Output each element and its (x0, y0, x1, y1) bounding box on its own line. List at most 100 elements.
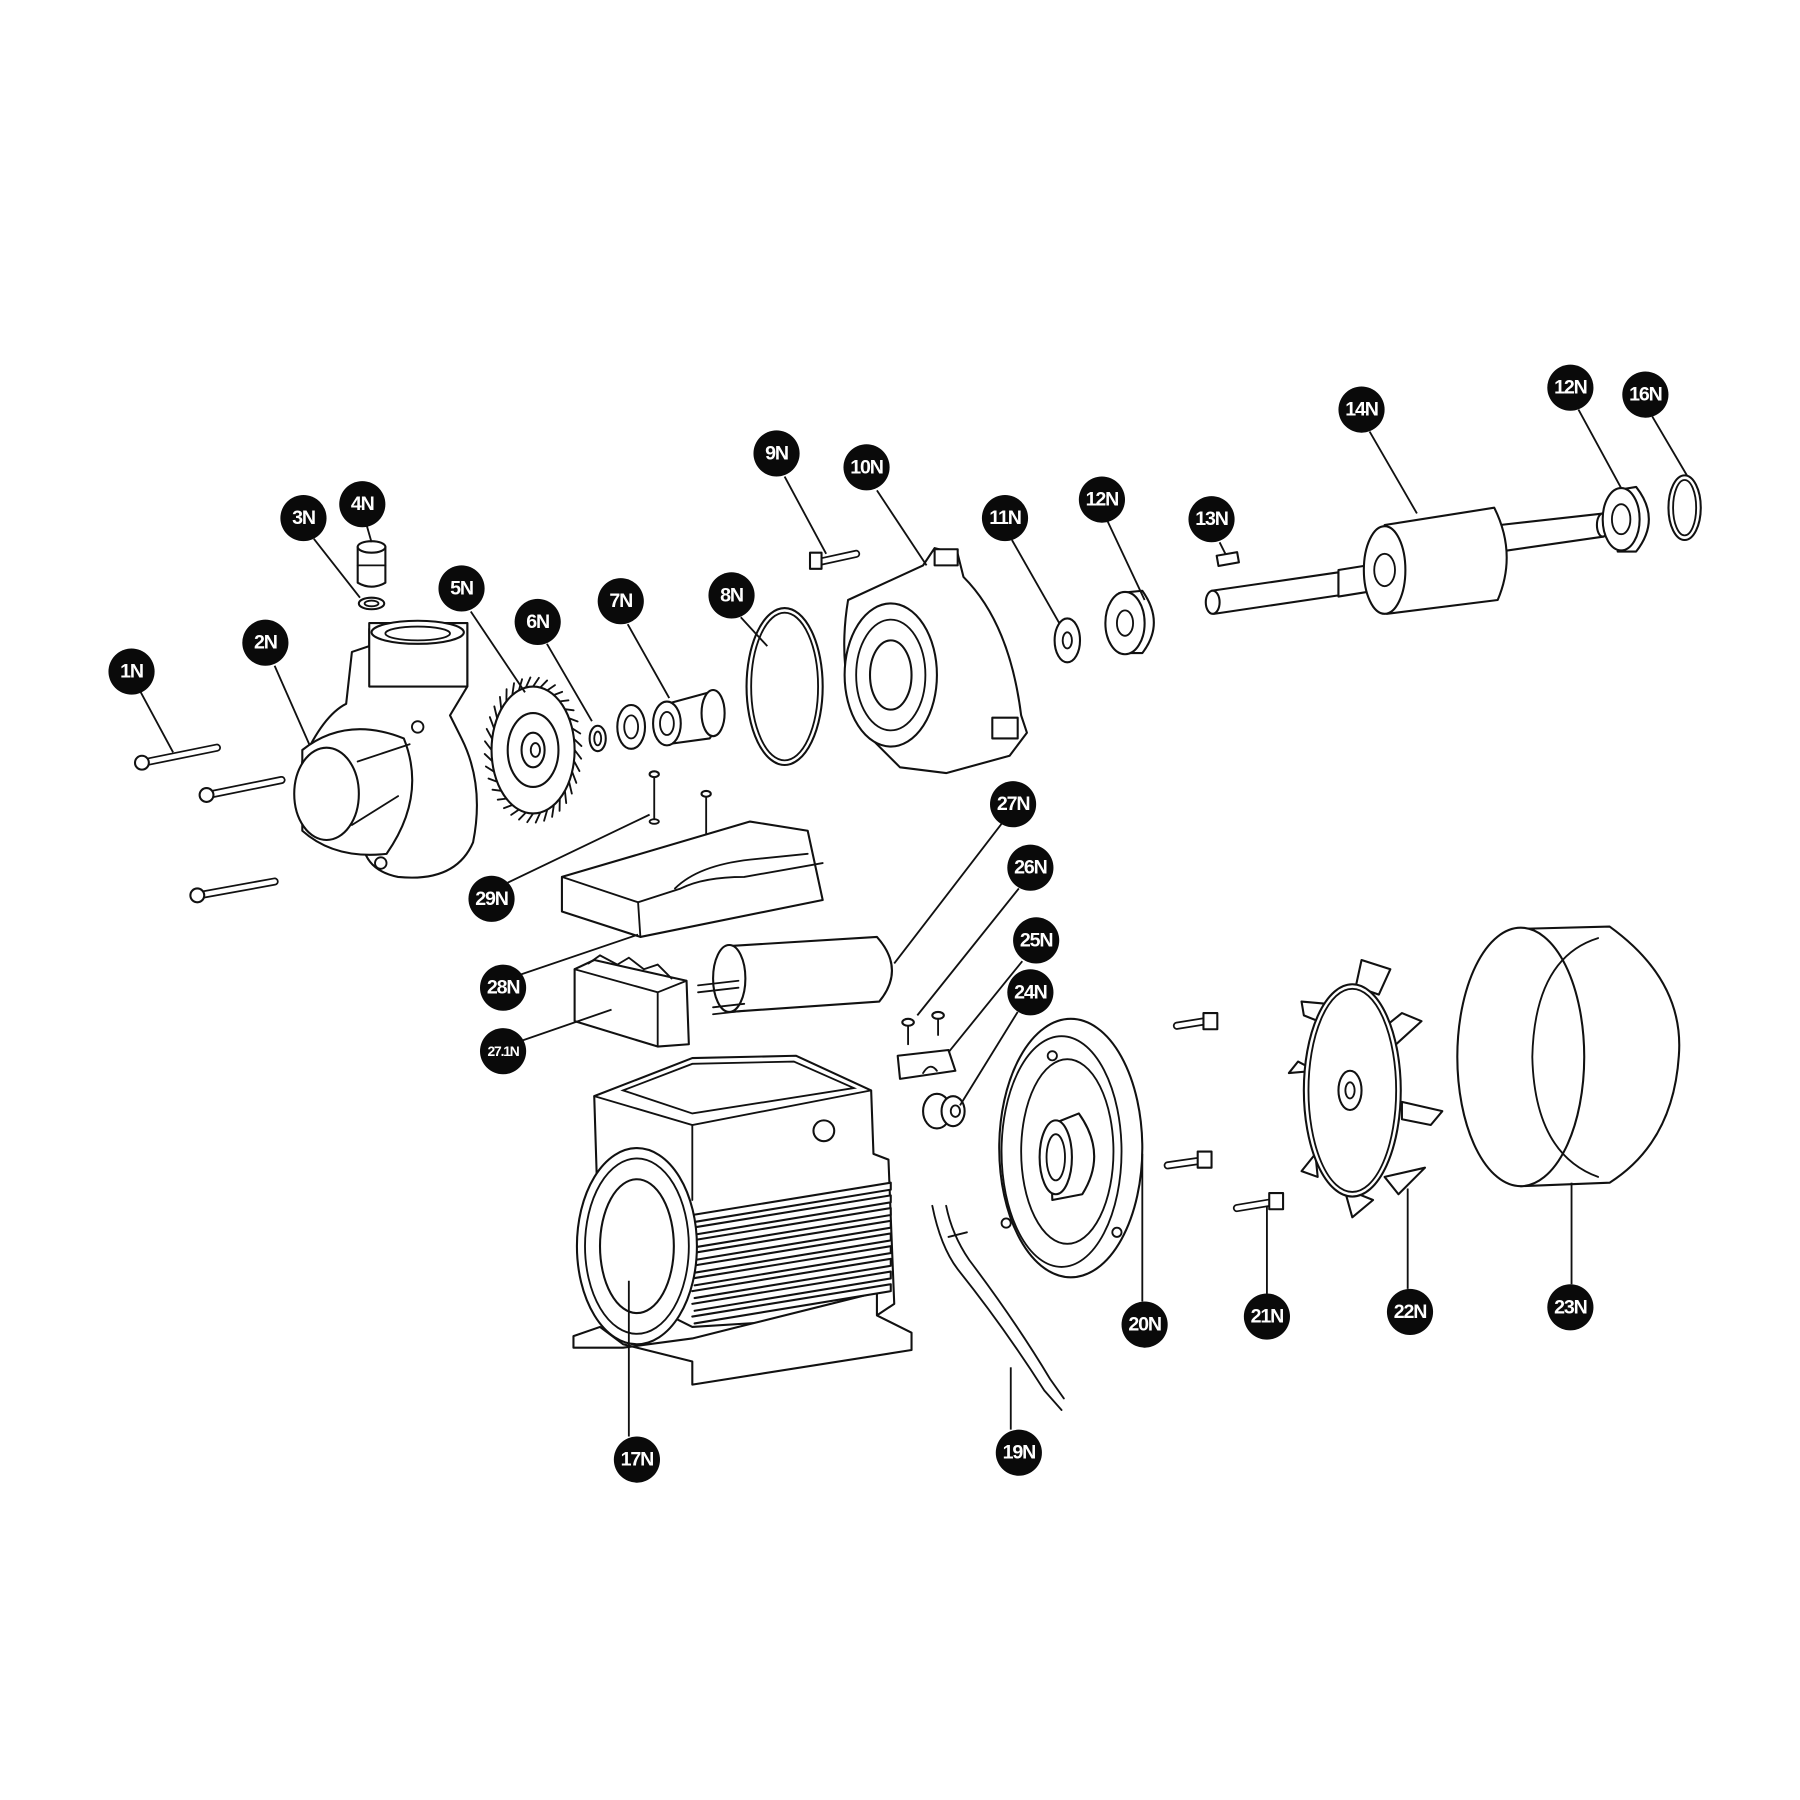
part-20n-rear-end-cover (998, 1017, 1144, 1279)
svg-text:21N: 21N (1251, 1306, 1284, 1328)
label-9n: 9N (753, 430, 800, 477)
impeller-vane (511, 682, 515, 696)
label-27-1n: 27.1N (480, 1028, 527, 1075)
svg-text:27N: 27N (997, 793, 1030, 815)
label-5n: 5N (438, 565, 485, 612)
part-19n-power-cable (931, 1204, 1065, 1411)
part-8n-o-ring (745, 607, 824, 767)
impeller-vane (563, 708, 575, 712)
svg-text:22N: 22N (1394, 1301, 1427, 1323)
impeller-vane (491, 788, 503, 792)
housing-fin (691, 1283, 892, 1325)
label-11n: 11N (981, 495, 1029, 542)
impeller-vane (518, 811, 527, 821)
impeller-vane (568, 717, 579, 723)
part-13n-key (1215, 551, 1240, 567)
impeller-vane (526, 812, 534, 824)
impeller-vane (483, 753, 494, 762)
label-6n: 6N (514, 598, 561, 645)
svg-text:12N: 12N (1086, 489, 1119, 511)
impeller-vane (573, 738, 583, 747)
part-14n-rotor-shaft (1204, 506, 1610, 615)
svg-text:1N: 1N (120, 661, 143, 683)
leader-lines (139, 409, 1688, 1437)
part-29n-screws (648, 770, 712, 847)
svg-text:4N: 4N (351, 493, 374, 515)
part-22n-cooling-fan (1287, 958, 1444, 1219)
part-1n-bolts (133, 743, 286, 904)
svg-text:29N: 29N (475, 888, 508, 910)
label-4n: 4N (339, 481, 386, 528)
housing-fin (691, 1245, 892, 1287)
part-11n-washer (1053, 617, 1082, 664)
impeller-vane (510, 808, 520, 816)
part-12n-bearing-rear (1601, 485, 1650, 553)
svg-text:5N: 5N (450, 577, 473, 599)
svg-text:13N: 13N (1195, 508, 1228, 530)
part-3n-o-ring (357, 596, 386, 611)
impeller-vane (496, 797, 508, 801)
label-3n: 3N (280, 495, 327, 542)
label-22n: 22N (1386, 1288, 1434, 1335)
svg-text:20N: 20N (1128, 1314, 1161, 1336)
part-21n-bolts (1163, 1012, 1285, 1213)
part-26n-screws (901, 1010, 945, 1046)
svg-text:8N: 8N (720, 584, 743, 606)
part-16n-circlip (1667, 474, 1702, 542)
label-21n: 21N (1243, 1293, 1290, 1340)
housing-fin (691, 1257, 892, 1300)
svg-text:14N: 14N (1345, 399, 1378, 421)
part-6n-washer (588, 724, 607, 753)
label-14n: 14N (1338, 386, 1385, 433)
label-16n: 16N (1622, 371, 1669, 418)
housing-fin (691, 1207, 892, 1249)
part-2n-pump-casing (293, 619, 478, 879)
svg-text:6N: 6N (526, 611, 549, 633)
label-26n: 26N (1007, 844, 1054, 891)
svg-text:24N: 24N (1014, 981, 1047, 1003)
label-27n: 27N (990, 781, 1037, 828)
impeller-vane (552, 690, 564, 696)
part-12n-bearing-front (1104, 589, 1155, 656)
svg-text:9N: 9N (765, 442, 788, 464)
svg-text:23N: 23N (1554, 1296, 1587, 1318)
part-9n-bolt (808, 549, 861, 570)
svg-text:26N: 26N (1014, 857, 1047, 879)
label-8n: 8N (708, 572, 755, 619)
part-28n-terminal-cover (560, 820, 824, 938)
label-1n: 1N (108, 648, 155, 695)
svg-text:25N: 25N (1020, 929, 1053, 951)
label-12n-front: 12N (1078, 476, 1125, 523)
label-12n-rear: 12N (1547, 364, 1594, 411)
impeller-vane (568, 780, 573, 795)
housing-fin (691, 1194, 892, 1236)
impeller-vane (573, 749, 583, 760)
label-20n: 20N (1121, 1301, 1168, 1348)
impeller-vane (551, 804, 555, 818)
label-2n: 2N (242, 619, 289, 666)
impeller-vane (487, 777, 499, 783)
svg-text:2N: 2N (254, 632, 277, 654)
impeller-vane (563, 789, 568, 804)
svg-text:19N: 19N (1003, 1442, 1036, 1464)
impeller-vane (546, 684, 556, 692)
label-13n: 13N (1188, 496, 1235, 543)
part-7n-mechanical-seal (616, 688, 726, 750)
housing-fin (691, 1181, 892, 1223)
svg-text:28N: 28N (487, 977, 520, 999)
svg-text:27.1N: 27.1N (488, 1043, 520, 1059)
label-25n: 25N (1013, 917, 1060, 964)
impeller-vane (484, 740, 493, 751)
impeller-vane (558, 699, 570, 703)
svg-text:3N: 3N (292, 507, 315, 529)
svg-text:7N: 7N (609, 590, 632, 612)
part-24n-cable-gland (922, 1092, 966, 1130)
svg-text:11N: 11N (989, 507, 1020, 529)
label-10n: 10N (843, 444, 890, 491)
part-10n-bracket (843, 547, 1028, 775)
label-24n: 24N (1007, 969, 1054, 1016)
svg-text:16N: 16N (1629, 384, 1662, 406)
impeller-vane (524, 676, 532, 689)
impeller-vane (503, 804, 514, 810)
housing-fin (691, 1270, 892, 1312)
